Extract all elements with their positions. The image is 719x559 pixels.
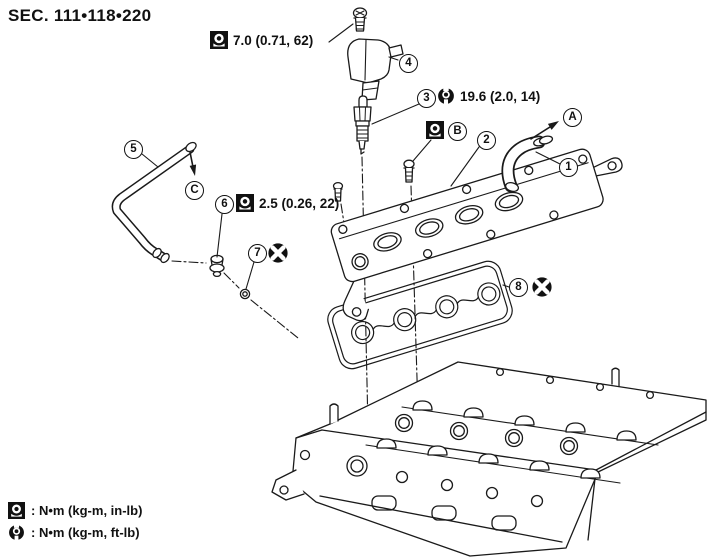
coil-bolt-drawing [352, 7, 368, 32]
callout-c: C [185, 181, 204, 200]
callout-6: 6 [215, 195, 234, 214]
torque-ft-lb-icon [8, 524, 25, 541]
torque-ft-lb-icon [437, 87, 455, 105]
hose-fitting-drawing [209, 254, 225, 278]
cover-bolt-left-drawing [332, 181, 344, 202]
legend-text: : N•m (kg-m, in-lb) [31, 503, 143, 518]
do-not-reuse-icon [532, 277, 552, 297]
spark-plug-drawing [353, 95, 372, 155]
torque-value: 2.5 (0.26, 22) [259, 195, 340, 211]
pcv-elbow-hose-drawing [501, 135, 554, 193]
breather-hose-drawing [111, 141, 197, 264]
torque-in-lb-icon [426, 121, 444, 139]
torque-value: 19.6 (2.0, 14) [460, 88, 541, 104]
rocker-cover-drawing [330, 148, 623, 322]
cylinder-head-drawing [271, 361, 707, 557]
callout-4: 4 [399, 54, 418, 73]
view-arrow-c [189, 151, 197, 176]
torque-ref-b [426, 121, 444, 139]
torque-in-lb-icon [8, 502, 25, 519]
cover-bolt-b-drawing [403, 159, 415, 183]
torque-label-hose-fitting: 2.5 (0.26, 22) [236, 194, 339, 212]
torque-label-spark-plug: 19.6 (2.0, 14) [437, 87, 540, 105]
torque-value: 7.0 (0.71, 62) [233, 32, 314, 48]
legend-row-ft-lb: : N•m (kg-m, ft-lb) [8, 524, 140, 541]
callout-7: 7 [248, 244, 267, 263]
callout-8: 8 [509, 278, 528, 297]
callout-b: B [448, 122, 467, 141]
leader-lines [141, 23, 561, 290]
o-ring-drawing [239, 288, 251, 300]
view-arrow-a [530, 121, 559, 140]
ignition-coil-drawing [347, 38, 404, 101]
callout-5: 5 [124, 140, 143, 159]
do-not-reuse-icon [268, 243, 288, 263]
callout-1: 1 [559, 158, 578, 177]
callout-2: 2 [477, 131, 496, 150]
section-title: SEC. 111•118•220 [8, 6, 152, 25]
torque-label-coil-bolt: 7.0 (0.71, 62) [210, 31, 313, 49]
torque-in-lb-icon [236, 194, 254, 212]
rocker-cover-gasket-drawing [327, 260, 513, 370]
legend-row-in-lb: : N•m (kg-m, in-lb) [8, 502, 142, 519]
torque-in-lb-icon [210, 31, 228, 49]
callout-a: A [563, 108, 582, 127]
legend-text: : N•m (kg-m, ft-lb) [31, 525, 140, 540]
callout-3: 3 [417, 89, 436, 108]
